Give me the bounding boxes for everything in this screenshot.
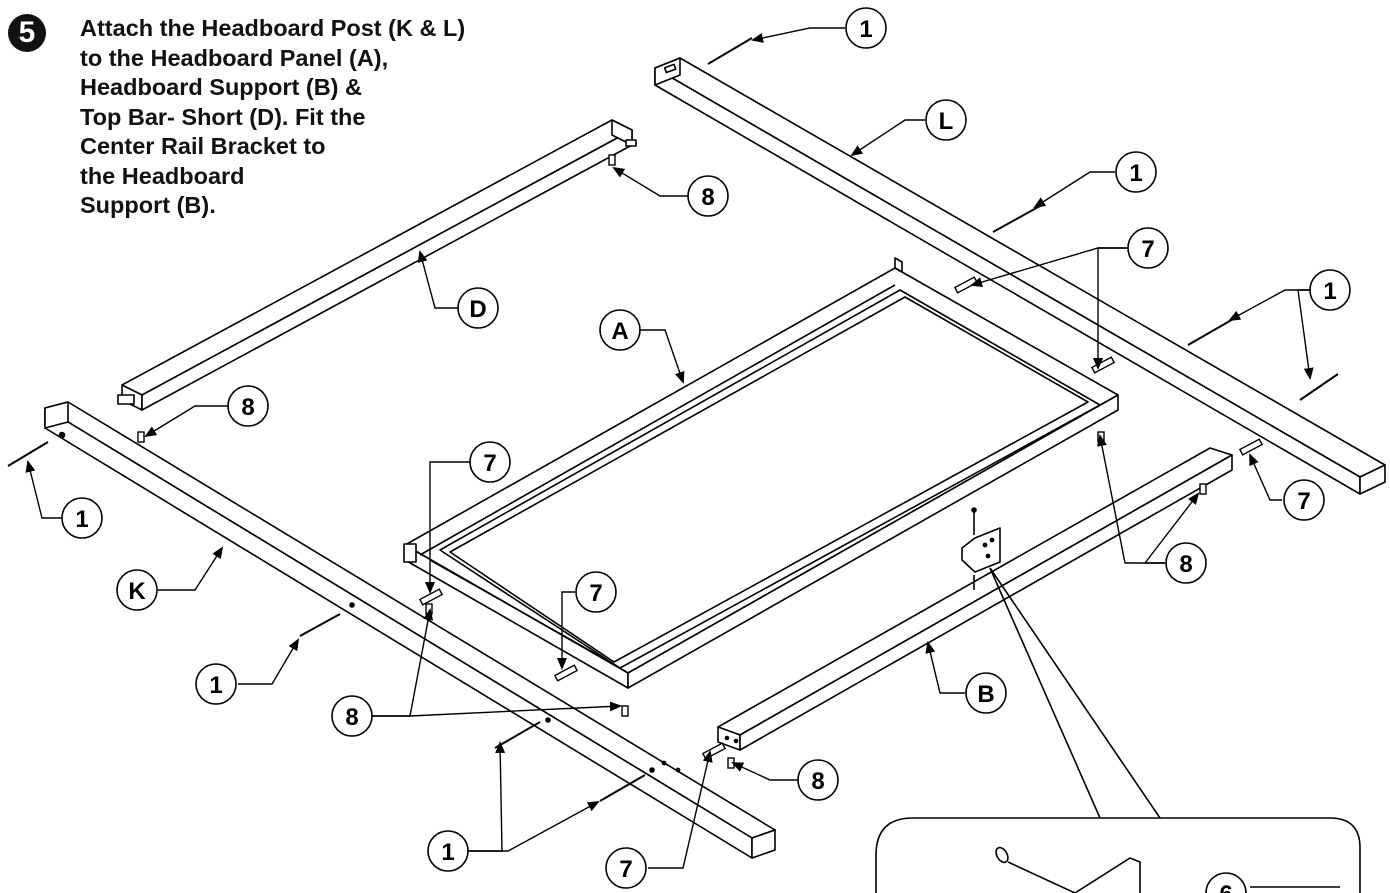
callout-B: B bbox=[977, 681, 994, 708]
instruction-line-1: Attach the Headboard Post (K & L) bbox=[80, 15, 466, 41]
instruction-line-4: Top Bar- Short (D). Fit the bbox=[80, 103, 366, 130]
headboard-support-B bbox=[717, 447, 1233, 751]
callout-8-lower-right: 8 bbox=[811, 768, 824, 795]
detail-callout-box bbox=[875, 567, 1361, 893]
callout-circles bbox=[61, 7, 1351, 893]
instruction-line-2: to the Headboard Panel (A), bbox=[80, 44, 389, 71]
callout-1-top: 1 bbox=[859, 16, 872, 43]
callout-7-left: 7 bbox=[483, 450, 496, 477]
step-number-badge: 5 bbox=[8, 14, 46, 52]
instruction-line-7: Support (B). bbox=[80, 192, 216, 218]
callout-6-detail: 6 bbox=[1219, 881, 1232, 893]
callout-7-bottom: 7 bbox=[619, 856, 632, 883]
callout-1-lower-left: 1 bbox=[209, 672, 222, 699]
callout-7-right-a: 7 bbox=[1141, 236, 1154, 263]
callout-8-left: 8 bbox=[241, 394, 254, 421]
callout-8-lower-left: 8 bbox=[345, 704, 358, 731]
callout-8-top: 8 bbox=[701, 184, 714, 211]
callout-1-left: 1 bbox=[75, 506, 88, 533]
instruction-line-3: Headboard Support (B) & bbox=[80, 74, 362, 100]
headboard-post-K bbox=[44, 401, 776, 859]
instruction-line-6: the Headboard bbox=[80, 162, 245, 189]
headboard-panel-A bbox=[403, 257, 1119, 689]
callout-7-center: 7 bbox=[589, 580, 602, 607]
callout-7-right-b: 7 bbox=[1297, 488, 1310, 515]
callout-labels: 1 L 1 7 1 8 D A 8 1 K 7 7 7 8 B 1 8 8 1 … bbox=[75, 16, 1336, 893]
callout-8-right: 8 bbox=[1179, 551, 1192, 578]
instruction-line-5: Center Rail Bracket to bbox=[80, 133, 326, 159]
callout-1-right-a: 1 bbox=[1129, 160, 1142, 187]
step-instructions: Attach the Headboard Post (K & L) to the… bbox=[80, 14, 640, 221]
headboard-post-L bbox=[654, 57, 1386, 495]
callout-K: K bbox=[128, 578, 146, 605]
callout-A: A bbox=[611, 318, 628, 345]
callout-1-bottom: 1 bbox=[441, 839, 454, 866]
center-rail-bracket bbox=[961, 507, 1001, 590]
callout-D: D bbox=[469, 296, 486, 323]
leader-lines bbox=[25, 27, 1314, 869]
callout-L: L bbox=[939, 108, 954, 135]
callout-1-right-b: 1 bbox=[1323, 278, 1336, 305]
top-bar-short-D bbox=[117, 119, 637, 411]
